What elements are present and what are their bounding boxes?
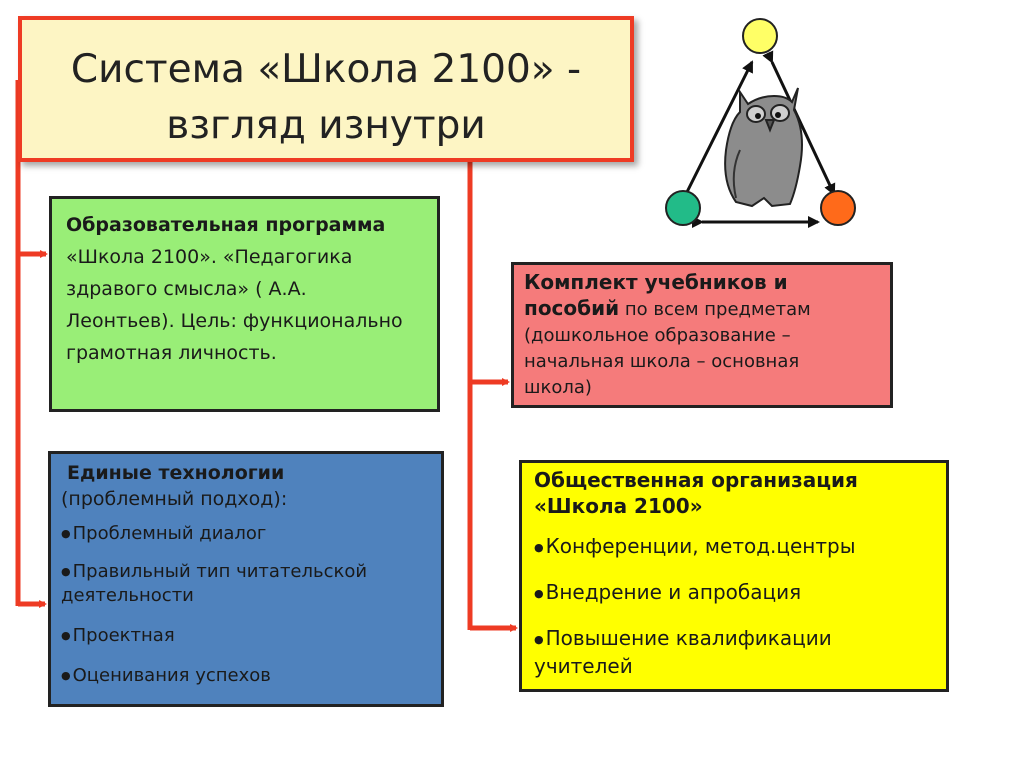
textbooks-box: Комплект учебников и пособий по всем пре… [511,262,893,408]
technologies-box: Единые технологии (проблемный подход): ●… [48,451,444,707]
triangle-arrow-left-edge [676,60,754,206]
textbooks-heading: Комплект учебников и [524,270,788,294]
organization-heading-cont: «Школа 2100» [534,494,703,518]
circle-top [742,18,778,54]
title-line-1: Система «Школа 2100» - [70,47,582,92]
bullet-dot-icon: ● [61,565,71,578]
program-box: Образовательная программа «Школа 2100». … [49,196,440,412]
textbooks-line-4: начальная школа – основная [524,351,800,372]
list-item: ●Правильный тип читательской [61,561,368,582]
program-line-4: Леонтьев). Цель: функционально [66,310,403,332]
bullet-dot-icon: ● [534,541,544,554]
circle-right [820,190,856,226]
program-line-2: «Школа 2100». «Педагогика [66,246,353,268]
list-item: ●Оценивания успехов [61,665,271,686]
program-line-5: грамотная личность. [66,342,277,364]
page-title: Система «Школа 2100» - взгляд изнутри [22,42,630,154]
list-item-continuation: учителей [534,654,633,678]
technologies-heading: Единые технологии [67,462,285,484]
organization-box: Общественная организация «Школа 2100» ●К… [519,460,949,692]
program-line-3: здравого смысла» ( А.А. [66,278,307,300]
bullet-dot-icon: ● [534,633,544,646]
textbooks-line-3: (дошкольное образование – [524,325,791,346]
list-item-continuation: деятельности [61,585,194,606]
list-item: ●Внедрение и апробация [534,580,802,604]
list-item: ●Проблемный диалог [61,523,267,544]
owl-icon [724,87,803,208]
title-line-2: взгляд изнутри [166,103,486,148]
textbooks-line-5: школа) [524,377,592,398]
organization-heading: Общественная организация [534,468,858,492]
title-box: Система «Школа 2100» - взгляд изнутри [18,16,634,162]
list-item: ●Повышение квалификации [534,626,832,650]
textbooks-subject-text: по всем предметам [619,299,811,320]
triangle-arrow-right-edge [762,50,836,196]
bullet-dot-icon: ● [61,669,71,682]
textbooks-heading-cont: пособий [524,296,620,320]
circle-left [665,190,701,226]
list-item: ●Конференции, метод.центры [534,534,856,558]
bullet-dot-icon: ● [61,527,71,540]
list-item: ●Проектная [61,625,175,646]
bullet-dot-icon: ● [534,587,544,600]
program-heading: Образовательная программа [66,214,386,236]
textbooks-line-2: пособий по всем предметам [524,295,880,323]
bullet-dot-icon: ● [61,629,71,642]
technologies-subtitle: (проблемный подход): [61,488,288,510]
